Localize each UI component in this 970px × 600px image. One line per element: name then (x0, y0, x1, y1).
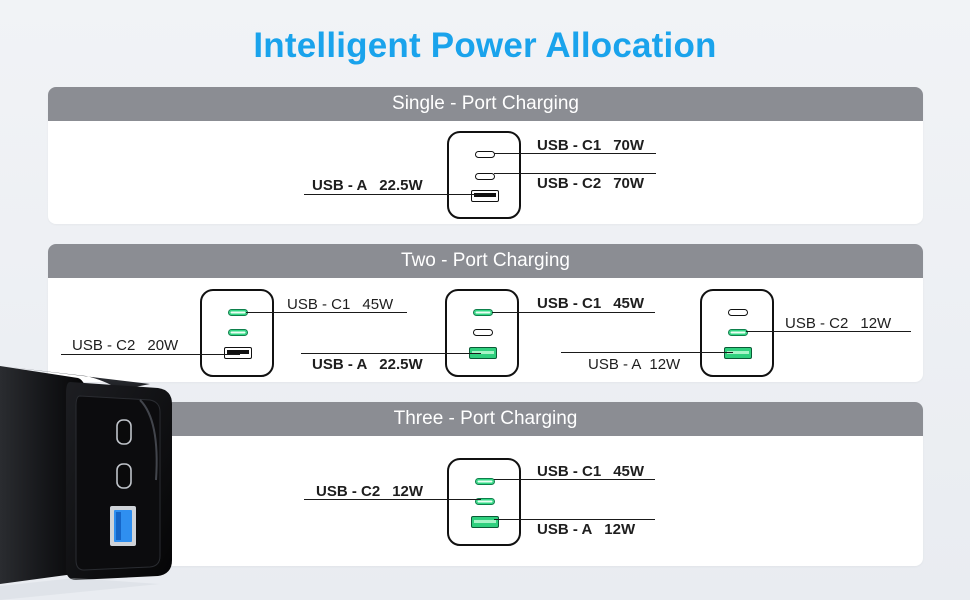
usb-c2-port-icon (473, 329, 493, 336)
charger-diagram-left (200, 289, 274, 377)
leader-line (246, 312, 407, 313)
charger-diagram-right (700, 289, 774, 377)
usb-c1-port-icon (228, 309, 248, 316)
charger-diagram (447, 458, 521, 546)
charger-product-image (0, 366, 172, 600)
usb-a-port-icon (724, 347, 752, 359)
leader-line (746, 331, 911, 332)
usb-c2-port-icon (475, 498, 495, 505)
two-port-header: Two - Port Charging (48, 244, 923, 278)
charger-diagram (447, 131, 521, 219)
leader-line (494, 479, 655, 480)
leader-line (301, 353, 481, 354)
usb-a-port-icon (469, 347, 497, 359)
charger-diagram-middle (445, 289, 519, 377)
leader-line (304, 194, 480, 195)
usb-c1-port-icon (728, 309, 748, 316)
leader-line (494, 519, 655, 520)
leader-line (61, 354, 240, 355)
usb-c1-port-icon (475, 478, 495, 485)
single-port-header: Single - Port Charging (48, 87, 923, 121)
three-port-header: Three - Port Charging (48, 402, 923, 436)
usb-c2-port-icon (228, 329, 248, 336)
usb-c2-port-icon (728, 329, 748, 336)
usb-c1-port-icon (473, 309, 493, 316)
leader-line (304, 499, 481, 500)
leader-line (561, 352, 733, 353)
leader-line (494, 173, 656, 174)
usb-a-port-icon (224, 347, 252, 359)
page-title: Intelligent Power Allocation (253, 26, 717, 65)
usb-c2-port-icon (475, 173, 495, 180)
usb-a-port-icon (471, 190, 499, 202)
leader-line (494, 153, 656, 154)
usb-a-port-icon (471, 516, 499, 528)
leader-line (492, 312, 655, 313)
usb-c1-port-icon (475, 151, 495, 158)
